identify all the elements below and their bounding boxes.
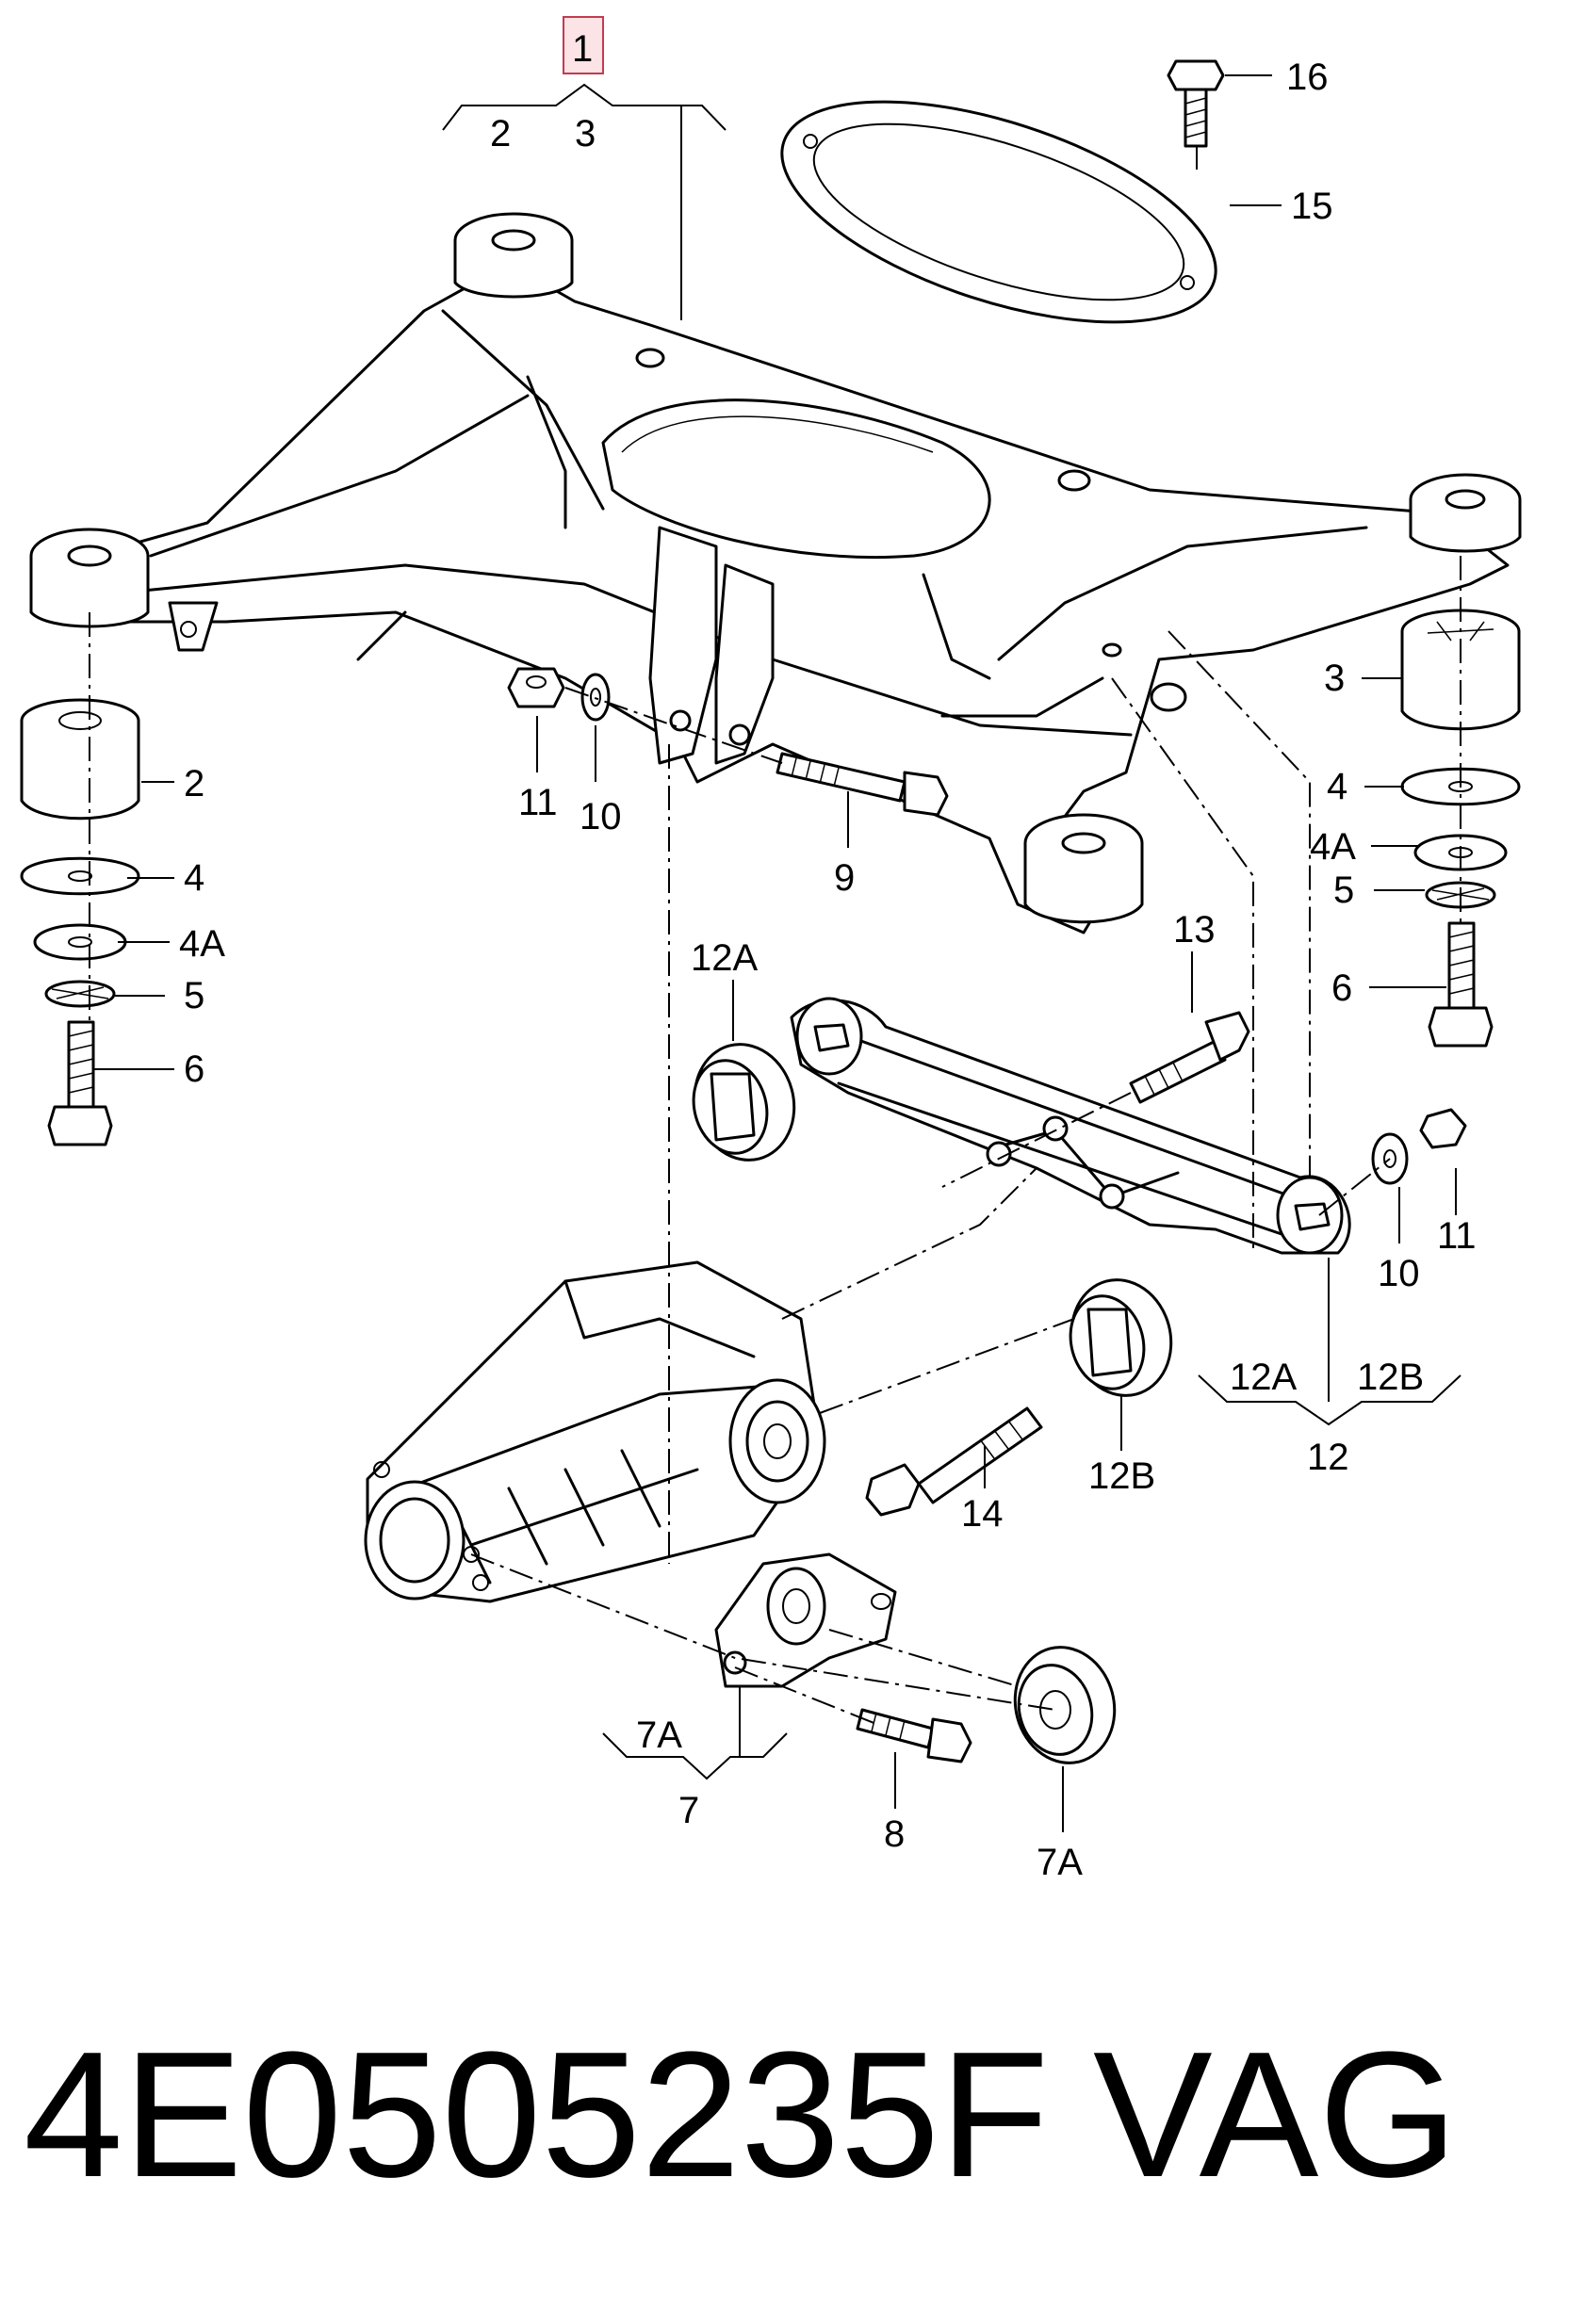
label-3-top: 3 — [575, 113, 596, 154]
label-7A-right: 7A — [1037, 1842, 1083, 1883]
label-1: 1 — [572, 28, 593, 70]
label-12B: 12B — [1088, 1455, 1155, 1497]
label-16: 16 — [1286, 57, 1329, 98]
label-4A: 4A — [179, 923, 225, 965]
highlight-box — [563, 16, 604, 74]
label-7: 7 — [678, 1790, 699, 1831]
label-13: 13 — [1173, 909, 1216, 951]
nut-washer-lower — [1371, 1108, 1467, 1185]
label-12: 12 — [1307, 1437, 1349, 1478]
cover-plate — [780, 100, 1217, 324]
label-2-top: 2 — [490, 113, 511, 154]
label-5: 5 — [184, 975, 204, 1016]
bolt-13 — [1129, 1011, 1250, 1104]
rear-crossmember — [790, 997, 1351, 1255]
label-12A: 12A — [691, 937, 758, 979]
label-10-right: 10 — [1378, 1253, 1420, 1294]
bushing-12A — [692, 1043, 796, 1162]
label-12A-bottom: 12A — [1230, 1357, 1297, 1398]
diff-bracket-7 — [714, 1552, 897, 1688]
nut-washer-upper — [507, 667, 611, 722]
label-4: 4 — [184, 857, 204, 899]
label-8: 8 — [884, 1813, 905, 1855]
label-11-right: 11 — [1437, 1215, 1477, 1257]
label-4-right: 4 — [1327, 766, 1347, 807]
bolt-14 — [865, 1406, 1043, 1517]
bushing-12B — [1069, 1278, 1173, 1397]
label-6: 6 — [184, 1048, 204, 1090]
bolt-16 — [1167, 59, 1225, 148]
label-15: 15 — [1291, 186, 1333, 227]
label-14: 14 — [961, 1493, 1004, 1535]
label-5-right: 5 — [1333, 869, 1354, 911]
bolt-8 — [856, 1708, 972, 1763]
differential-housing — [364, 1260, 826, 1603]
brand-name: VAG — [1093, 2015, 1458, 2215]
label-7A: 7A — [636, 1715, 682, 1756]
part-number: 4E0505235F — [24, 2015, 1049, 2215]
label-2: 2 — [184, 763, 204, 804]
left-bushing-stack — [20, 698, 140, 1146]
label-11: 11 — [518, 782, 558, 823]
bushing-7A — [1013, 1646, 1117, 1764]
label-4A-right: 4A — [1310, 826, 1356, 868]
label-12B-bottom: 12B — [1357, 1357, 1424, 1398]
label-10: 10 — [580, 796, 622, 837]
assembly-lines — [89, 146, 1462, 1725]
part-labels: 1 2 3 16 15 2 4 4A 5 6 11 10 9 3 4 4A 5 … — [179, 28, 1477, 1883]
label-3-right: 3 — [1324, 658, 1345, 699]
label-6-right: 6 — [1331, 967, 1352, 1009]
leader-lines — [94, 74, 1462, 1832]
rear-subframe — [29, 212, 1522, 934]
bolt-9 — [776, 752, 949, 817]
label-9: 9 — [834, 857, 855, 899]
